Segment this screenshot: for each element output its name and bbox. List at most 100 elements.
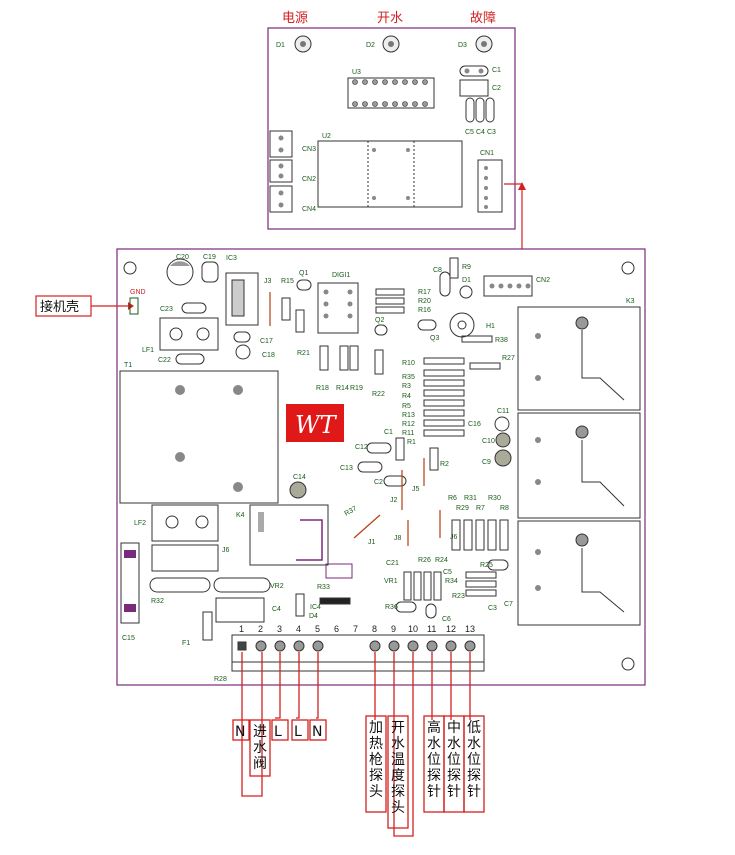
svg-text:R20: R20 [418,298,431,305]
svg-text:R10: R10 [402,360,415,367]
svg-text:R16: R16 [418,307,431,314]
svg-text:IC4: IC4 [310,604,321,611]
wire-label-t4: L [294,724,302,740]
cap-c14: C14 [289,474,307,499]
svg-text:Q3: Q3 [430,335,439,342]
svg-text:T1: T1 [124,362,132,369]
svg-text:13: 13 [465,624,475,634]
svg-text:R26: R26 [418,557,431,564]
svg-text:3: 3 [277,624,282,634]
svg-text:8: 8 [372,624,377,634]
svg-text:R34: R34 [445,578,458,585]
svg-text:2: 2 [258,624,263,634]
wire-label-t1: N [235,724,245,740]
svg-text:R30: R30 [488,495,501,502]
svg-text:J6: J6 [450,534,458,541]
reg-ic3: IC3 J3 R15 Q1 [225,255,312,333]
svg-text:R35: R35 [402,374,415,381]
svg-text:C9: C9 [482,459,491,466]
svg-text:R33: R33 [317,584,330,591]
ic-u3: U3 [347,69,435,109]
connector-cn2: CN2 [483,275,550,297]
svg-text:R18: R18 [316,385,329,392]
svg-text:C4: C4 [476,129,485,136]
display-board-outline [267,27,516,230]
resistors-r6-r8: R6 R31 R30 R29 R7 R8 [448,495,509,551]
wire-arrow-head [518,182,526,190]
wire-labels: N L L N [235,724,322,740]
svg-text:C2: C2 [374,479,383,486]
svg-text:C13: C13 [340,465,353,472]
svg-text:K4: K4 [236,512,245,519]
svg-text:LF1: LF1 [142,347,154,354]
svg-text:R38: R38 [495,337,508,344]
wire-label-t13: 低水位探针 [467,720,481,800]
brand-logo-text: WT [295,411,338,439]
case-ground: 接机壳 GND [35,289,146,317]
svg-text:C5: C5 [465,129,474,136]
label-fault: 故障 [470,10,496,25]
filter-lf2: LF2 J6 [134,504,230,572]
wire-label-t3: L [274,724,282,740]
svg-text:C1: C1 [492,67,501,74]
svg-text:C17: C17 [260,338,273,345]
svg-text:C20: C20 [176,254,189,261]
svg-text:D2: D2 [366,42,375,49]
filter-lf1: C23 LF1 C22 C17 C18 R21 [142,302,310,365]
brand-logo: WT [286,404,344,442]
wire-label-t11: 高水位探针 [427,719,441,800]
svg-text:D1: D1 [462,277,471,284]
relay-k2 [517,520,641,626]
svg-text:R29: R29 [456,505,469,512]
relay-k1 [517,412,641,519]
svg-text:J1: J1 [368,539,376,546]
svg-text:C3: C3 [488,605,497,612]
svg-text:R11: R11 [402,430,414,437]
mount-hole [621,261,635,275]
svg-text:R3: R3 [402,383,411,390]
parts-r17-h1: R17 R20 R16 H1 Q2 Q3 [374,288,495,342]
terminal-block-cn1: R28 1 2 3 4 5 6 7 8 9 10 11 12 13 [214,624,485,683]
svg-text:C1: C1 [384,429,393,436]
relay-k3: K3 [517,298,641,411]
resistor-ladder: R10 R35 R3 R4 R5 R13 R12 R11 C16 C11 C10… [402,357,512,467]
svg-text:LF2: LF2 [134,520,146,527]
svg-text:10: 10 [408,624,418,634]
ic4-d4: R33 IC4 D4 [295,563,353,620]
svg-text:VR2: VR2 [270,583,284,590]
svg-text:CN4: CN4 [302,206,316,213]
svg-text:D4: D4 [309,613,318,620]
svg-text:6: 6 [334,624,339,634]
svg-text:Q2: Q2 [375,317,384,324]
parts-r9-d1: R9 C8 D1 [433,257,473,299]
svg-text:IC3: IC3 [226,255,237,262]
wiring [232,652,485,837]
svg-text:C4: C4 [272,606,281,613]
svg-text:R7: R7 [476,505,485,512]
svg-text:C6: C6 [442,616,451,623]
svg-text:CN3: CN3 [302,146,316,153]
svg-text:R28: R28 [214,676,227,683]
svg-text:C19: C19 [203,254,216,261]
wire-label-t5: N [312,724,322,740]
svg-text:R2: R2 [440,461,449,468]
svg-text:DIGI1: DIGI1 [332,272,350,279]
svg-text:C12: C12 [355,444,368,451]
svg-text:4: 4 [296,624,301,634]
chip-digi1: DIGI1 [317,272,359,334]
svg-text:VR1: VR1 [384,578,398,585]
svg-text:C22: C22 [158,357,171,364]
svg-text:R22: R22 [372,391,385,398]
svg-text:C21: C21 [386,560,399,567]
svg-text:F1: F1 [182,640,190,647]
led-d1: D1 [276,35,312,53]
svg-text:R36: R36 [385,604,398,611]
main-board: 接机壳 GND C20 C19 IC3 J3 R15 Q1 [35,248,646,686]
mount-hole [123,261,137,275]
wire-label-t8: 加热枪探头 [369,720,383,800]
svg-text:GND: GND [130,289,146,296]
caps-top: C1 C2 C5 C4 C3 [459,65,501,136]
